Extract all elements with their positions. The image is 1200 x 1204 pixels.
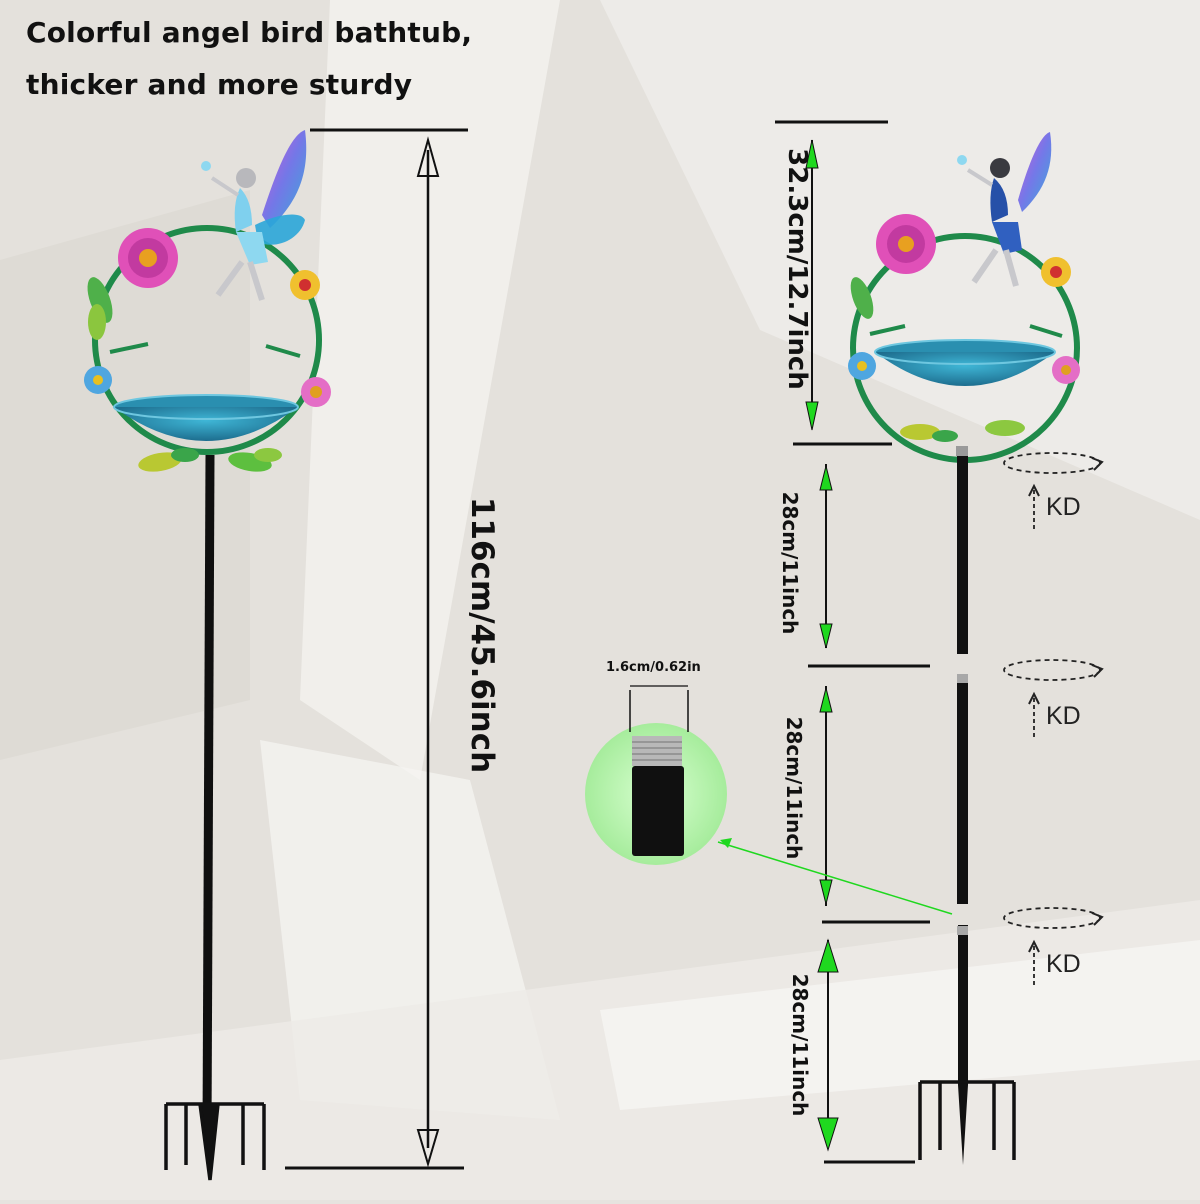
total-height-label: 116cm/45.6inch <box>464 496 500 774</box>
fairy-figure <box>201 130 307 301</box>
connector-magnifier <box>585 685 953 915</box>
fairy-figure-right <box>957 132 1052 287</box>
segment-dimensions <box>775 120 930 1164</box>
ground-stake-right <box>918 1080 1016 1160</box>
top-section-height-label: 32.3cm/12.7inch <box>782 148 812 390</box>
headline-line-2: thicker and more sturdy <box>26 68 413 101</box>
ground-stake <box>164 1102 266 1181</box>
leaves-bottom <box>138 448 282 472</box>
assembled-bird-bath <box>84 130 331 1181</box>
disassembled-parts <box>848 132 1080 1165</box>
flower-large-pink <box>118 228 178 288</box>
rotation-label-3: KD <box>1046 950 1081 978</box>
connector-diameter-label: 1.6cm/0.62in <box>606 660 701 675</box>
flower-small-yellow <box>290 270 320 300</box>
rotation-indicators <box>1003 452 1104 988</box>
segment-1-length-label: 28cm/11inch <box>778 491 802 635</box>
segment-2-length-label: 28cm/11inch <box>782 716 806 860</box>
leaves-side <box>87 277 113 340</box>
flower-small-blue <box>84 366 112 394</box>
headline-line-1: Colorful angel bird bathtub, <box>26 16 473 49</box>
segment-3-length-label: 28cm/11inch <box>788 973 812 1117</box>
rotation-label-2: KD <box>1046 702 1081 730</box>
flower-small-pink <box>301 377 331 407</box>
rotation-label-1: KD <box>1046 493 1081 521</box>
total-height-dimension <box>285 128 468 1170</box>
